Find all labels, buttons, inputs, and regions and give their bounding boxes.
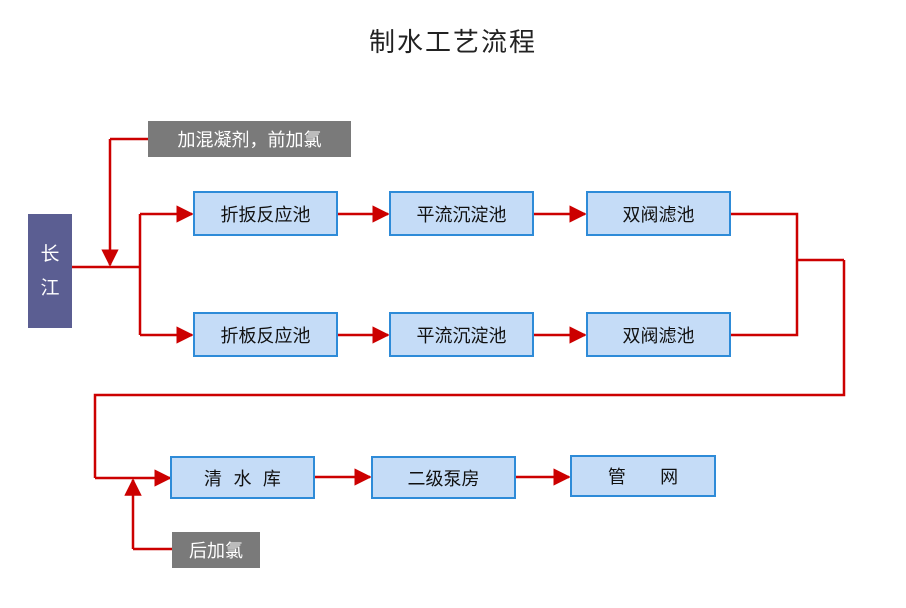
clear-water-reservoir-box: 清 水 库 [170, 456, 315, 499]
row1-sedimentation-box: 平流沉淀池 [389, 191, 534, 236]
row2-filter-box: 双阀滤池 [586, 312, 731, 357]
source-char-2: 江 [40, 277, 60, 299]
row2-reactor-box: 折板反应池 [193, 312, 338, 357]
merge-row1-line [731, 212, 799, 260]
dosing-bottom-note: 后加氯 [172, 532, 260, 568]
pump-house-box: 二级泵房 [371, 456, 516, 499]
row1-filter-box: 双阀滤池 [586, 191, 731, 236]
dosing-top-note: 加混凝剂，前加氯 [148, 121, 351, 157]
source-yangtze-node: 长 江 [28, 214, 72, 328]
row1-reactor-box: 折扳反应池 [193, 191, 338, 236]
return-line [93, 260, 846, 478]
row2-sedimentation-box: 平流沉淀池 [389, 312, 534, 357]
source-char-1: 长 [40, 243, 60, 265]
merge-row2-line [731, 260, 799, 337]
pipe-network-box: 管 网 [570, 455, 716, 497]
diagram-title: 制水工艺流程 [368, 28, 537, 58]
